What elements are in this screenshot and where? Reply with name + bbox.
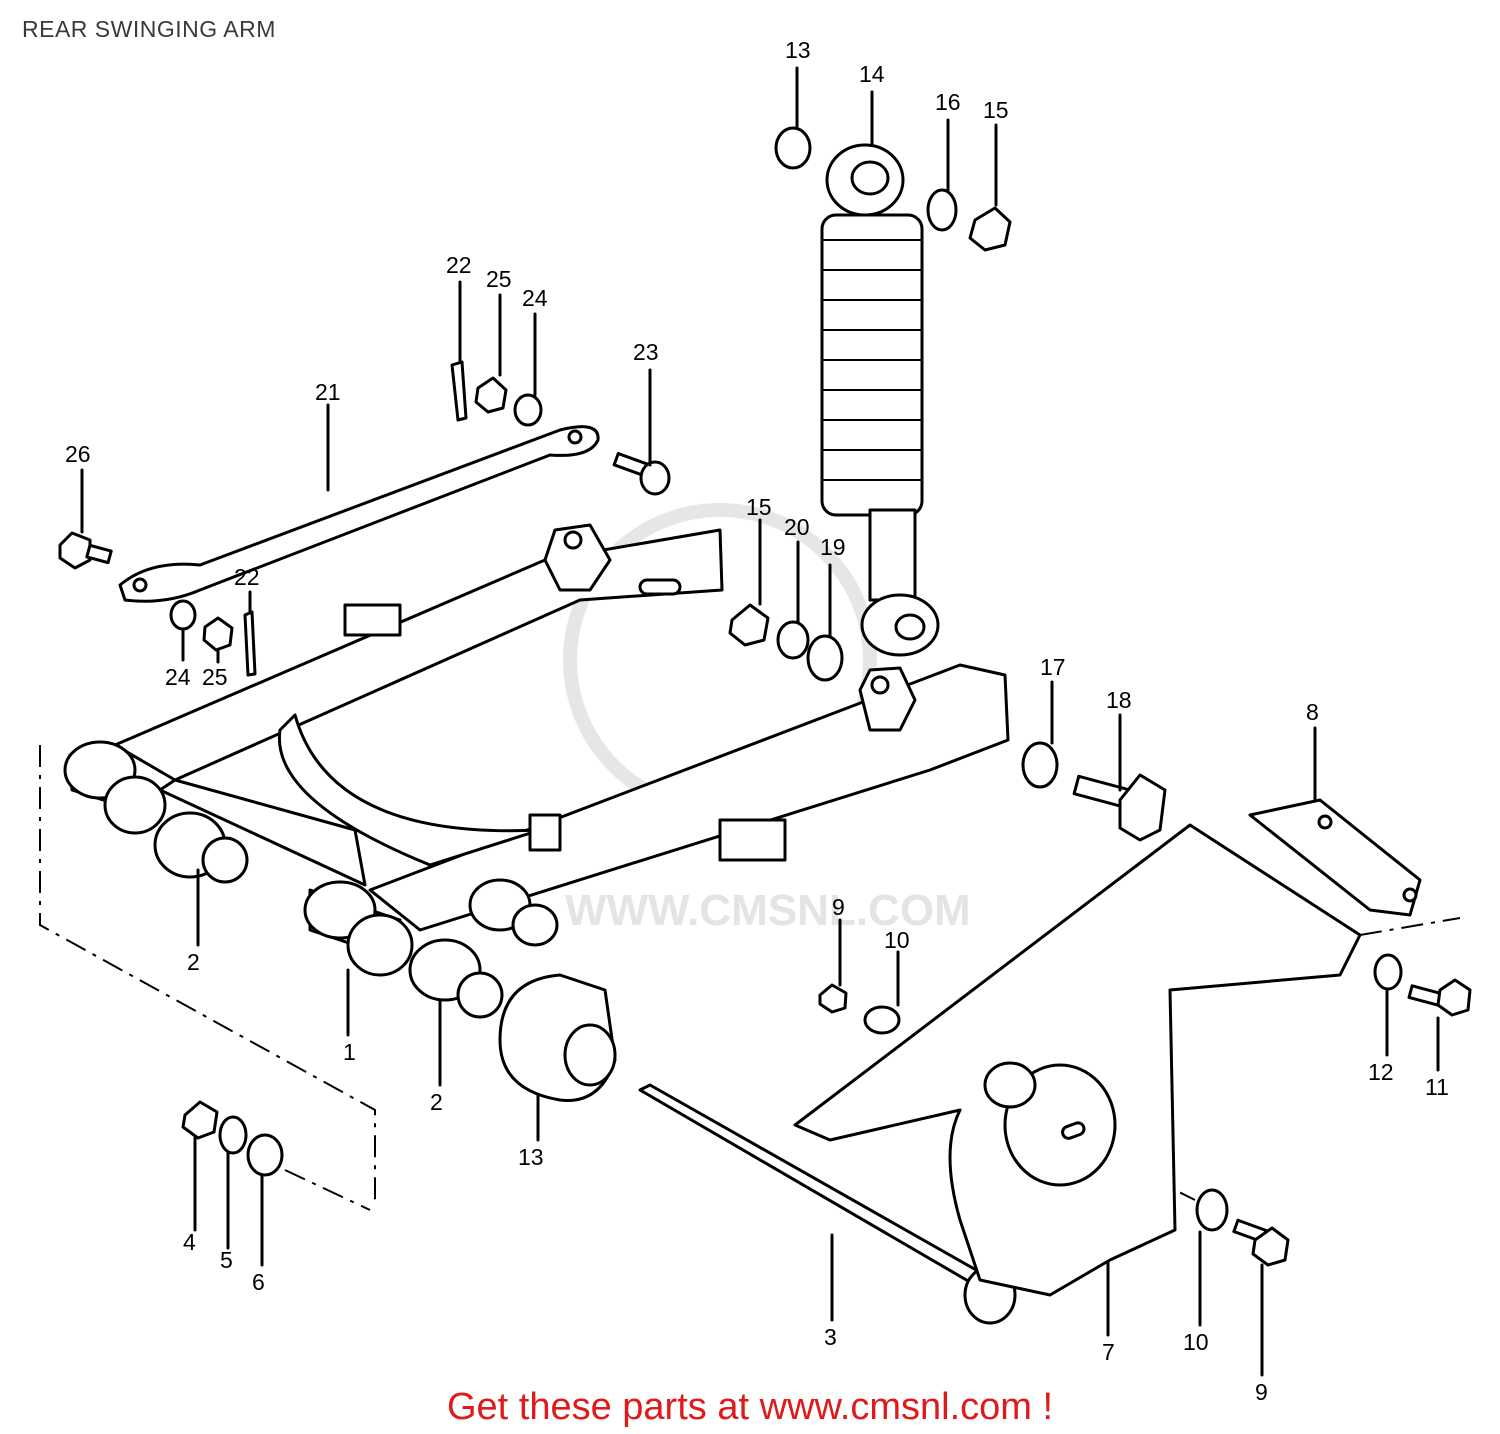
callout-1: 1 — [343, 1039, 356, 1065]
watermark-text: WWW.CMSNL.COM — [565, 886, 971, 935]
callout-18: 18 — [1106, 687, 1132, 713]
rod — [118, 425, 600, 603]
callout-13: 13 — [518, 1144, 544, 1170]
callout-23: 23 — [633, 339, 659, 365]
callout-7: 7 — [1102, 1339, 1115, 1365]
callout-6: 6 — [252, 1269, 265, 1295]
callout-12: 12 — [1368, 1059, 1394, 1085]
bushing-left — [153, 811, 249, 884]
callout-20: 20 — [784, 514, 810, 540]
assembly-line-bracket — [1359, 917, 1461, 936]
callout-17: 16 — [935, 89, 961, 115]
callout-15b: 15 — [746, 494, 772, 520]
pivot-sleeve-right — [303, 880, 414, 977]
shock-absorber — [820, 143, 940, 657]
leader-lines — [80, 66, 1440, 1377]
callout-9: 9 — [832, 894, 845, 920]
rear-sleeve — [468, 878, 559, 947]
callout-26: 26 — [65, 441, 91, 467]
callout-17b: 17 — [1040, 654, 1066, 680]
callout-3: 3 — [824, 1324, 837, 1350]
bushing-right — [408, 938, 504, 1019]
callout-22b: 22 — [234, 564, 260, 590]
callout-2: 2 — [187, 949, 200, 975]
callout-labels: 13 14 16 15 22 25 24 23 21 26 22 24 25 1… — [65, 37, 1449, 1405]
callout-10: 10 — [884, 927, 910, 953]
callout-25: 25 — [486, 266, 512, 292]
callout-22: 22 — [446, 252, 472, 278]
callout-24: 24 — [522, 285, 548, 311]
callout-21: 21 — [315, 379, 341, 405]
callout-5: 5 — [220, 1247, 233, 1273]
callout-16: 13 — [785, 37, 811, 63]
callout-24b: 24 — [165, 664, 191, 690]
callout-8: 8 — [1306, 699, 1319, 725]
assembly-line-washer — [284, 1169, 371, 1211]
callout-11: 11 — [1425, 1074, 1449, 1100]
dust-cap — [498, 973, 617, 1102]
bolt-18 — [1072, 773, 1167, 842]
hardware — [58, 126, 1472, 1267]
callout-19: 19 — [820, 534, 846, 560]
callout-4: 4 — [183, 1229, 196, 1255]
chain-guard-plate — [1248, 798, 1422, 917]
callout-25b: 25 — [202, 664, 228, 690]
footer-link[interactable]: Get these parts at www.cmsnl.com ! — [446, 1386, 1054, 1428]
assembly-line-left — [39, 745, 376, 1200]
callout-9b: 9 — [1255, 1379, 1268, 1405]
chain-case — [793, 823, 1362, 1297]
callout-15: 15 — [983, 97, 1009, 123]
swing-arm-frame — [113, 523, 1010, 932]
callout-14: 14 — [859, 61, 885, 87]
callout-2b: 2 — [430, 1089, 443, 1115]
diagram-title: REAR SWINGING ARM — [22, 16, 276, 42]
pivot-sleeve-left — [63, 740, 167, 835]
callout-10b: 10 — [1183, 1329, 1209, 1355]
